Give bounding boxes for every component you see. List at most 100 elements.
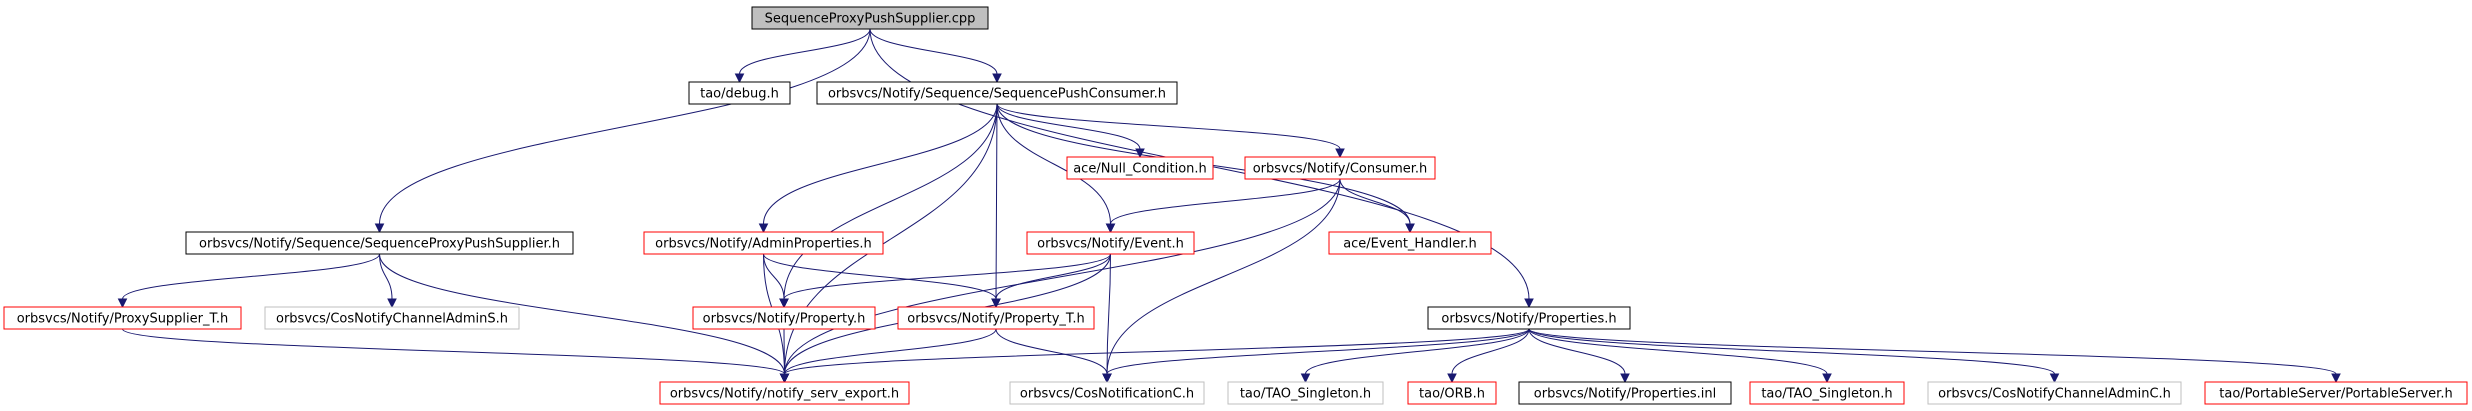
edge-line: [1528, 328, 1626, 375]
edge-properties_h-to-properties_inl: [1528, 328, 1630, 384]
edge-arrowhead-icon: [1405, 223, 1415, 234]
edge-seq_push_consumer-to-property_h: [779, 103, 998, 309]
edge-line: [995, 253, 1111, 300]
edge-arrowhead-icon: [779, 373, 790, 384]
node-label: ace/Null_Condition.h: [1073, 162, 1207, 177]
edge-line: [379, 253, 785, 375]
edge-properties_h-to-cos_notification_c: [1102, 328, 1530, 384]
node-tao-singleton[interactable]: tao/TAO_Singleton.h: [1749, 381, 1905, 405]
node-property-t[interactable]: orbsvcs/Notify/Property_T.h: [897, 306, 1095, 330]
edge-root-to-tao_debug: [734, 28, 871, 84]
edge-properties_h-to-tao_singleton: [1528, 328, 1832, 384]
edge-line: [1528, 328, 2055, 375]
node-label: orbsvcs/Notify/Sequence/SequencePushCons…: [828, 87, 1166, 102]
node-admin-properties[interactable]: orbsvcs/Notify/AdminProperties.h: [643, 231, 884, 255]
node-label: tao/TAO_Singleton.h: [1761, 387, 1892, 402]
node-label: orbsvcs/Notify/Properties.h: [1441, 312, 1616, 327]
node-tao-orb[interactable]: tao/ORB.h: [1407, 381, 1497, 405]
edge-arrowhead-icon: [1102, 373, 1112, 384]
node-label: orbsvcs/Notify/Properties.inl: [1534, 387, 1716, 402]
node-event[interactable]: orbsvcs/Notify/Event.h: [1026, 231, 1195, 255]
edge-arrowhead-icon: [1620, 373, 1630, 384]
node-null-condition[interactable]: ace/Null_Condition.h: [1066, 156, 1214, 180]
edge-properties_h-to-tao_orb: [1447, 328, 1530, 384]
node-label: orbsvcs/CosNotificationC.h: [1020, 387, 1194, 402]
edge-line: [996, 103, 1341, 150]
edge-arrowhead-icon: [2049, 373, 2060, 384]
node-seq-push-consumer[interactable]: orbsvcs/Notify/Sequence/SequencePushCons…: [816, 81, 1178, 105]
edge-properties_h-to-notify_serv_export: [779, 328, 1530, 384]
edge-consumer-to-event: [1105, 178, 1341, 234]
node-label: orbsvcs/Notify/Property_T.h: [907, 312, 1084, 327]
node-box: [1026, 231, 1195, 255]
edge-arrowhead-icon: [758, 223, 769, 234]
edge-event-to-cos_notification_c: [1102, 253, 1112, 384]
edge-line: [379, 28, 871, 225]
node-label: orbsvcs/Notify/Event.h: [1037, 237, 1184, 252]
node-notify-serv-export[interactable]: orbsvcs/Notify/notify_serv_export.h: [659, 381, 910, 405]
edge-arrowhead-icon: [779, 298, 789, 309]
edge-arrowhead-icon: [1105, 223, 1116, 234]
edge-seq_proxy_push_supplier_h-to-proxy_supplier_t: [117, 253, 380, 309]
node-box: [185, 231, 574, 255]
node-box: [1227, 381, 1384, 405]
edge-line: [1528, 328, 2337, 375]
edge-arrowhead-icon: [1447, 373, 1457, 384]
edge-property_t-to-notify_serv_export: [779, 328, 997, 384]
node-proxy-supplier-t[interactable]: orbsvcs/Notify/ProxySupplier_T.h: [3, 306, 242, 330]
edge-line: [783, 328, 785, 375]
edge-line: [1339, 178, 1411, 225]
node-tao-debug[interactable]: tao/debug.h: [688, 81, 791, 105]
node-event-handler[interactable]: ace/Event_Handler.h: [1328, 231, 1492, 255]
node-property-h[interactable]: orbsvcs/Notify/Property.h: [692, 306, 876, 330]
node-label: orbsvcs/Notify/ProxySupplier_T.h: [17, 312, 229, 327]
edge-line: [995, 103, 998, 300]
node-box: [659, 381, 910, 405]
node-portable-server[interactable]: tao/PortableServer/PortableServer.h: [2204, 381, 2468, 405]
edge-line: [1106, 328, 1530, 375]
node-box: [751, 6, 989, 30]
node-cos-notification-c: orbsvcs/CosNotificationC.h: [1009, 381, 1205, 405]
edge-arrowhead-icon: [1335, 148, 1345, 159]
node-label: tao/TAO_Singleton.h: [1240, 387, 1371, 402]
node-properties-inl[interactable]: orbsvcs/Notify/Properties.inl: [1518, 381, 1732, 405]
edge-arrowhead-icon: [1822, 373, 1832, 384]
node-consumer[interactable]: orbsvcs/Notify/Consumer.h: [1244, 156, 1436, 180]
node-box: [1328, 231, 1492, 255]
node-label: ace/Event_Handler.h: [1343, 237, 1477, 252]
edge-line: [784, 178, 1341, 375]
node-label: tao/ORB.h: [1419, 387, 1485, 402]
node-label: orbsvcs/Notify/Consumer.h: [1253, 162, 1428, 177]
node-box: [1518, 381, 1732, 405]
node-label: tao/debug.h: [700, 87, 779, 102]
node-box: [1244, 156, 1436, 180]
edge-line: [122, 328, 785, 375]
edge-event-to-property_t: [991, 253, 1111, 309]
edge-line: [783, 253, 1111, 300]
node-box: [1749, 381, 1905, 405]
node-box: [1066, 156, 1214, 180]
edge-line: [869, 28, 998, 75]
edge-properties_h-to-portable_server: [1528, 328, 2341, 384]
node-label: tao/PortableServer/PortableServer.h: [2219, 387, 2452, 402]
edge-consumer-to-notify_serv_export: [779, 178, 1341, 384]
edge-root-to-seq_push_consumer: [869, 28, 1002, 84]
node-box: [1407, 381, 1497, 405]
edge-line: [996, 103, 1141, 150]
edge-proxy_supplier_t-to-notify_serv_export: [122, 328, 790, 384]
edge-arrowhead-icon: [991, 298, 1001, 309]
edge-line: [1305, 328, 1530, 375]
edge-arrowhead-icon: [374, 223, 385, 234]
node-label: orbsvcs/Notify/Property.h: [703, 312, 866, 327]
edge-arrowhead-icon: [992, 73, 1002, 84]
edge-line: [784, 328, 997, 375]
node-label: orbsvcs/Notify/notify_serv_export.h: [670, 387, 899, 402]
edge-arrowhead-icon: [2331, 373, 2341, 384]
node-properties-h[interactable]: orbsvcs/Notify/Properties.h: [1427, 306, 1631, 330]
edge-line: [739, 28, 871, 75]
edge-arrowhead-icon: [1524, 298, 1534, 309]
edge-arrowhead-icon: [1300, 373, 1311, 384]
node-seq-proxy-push-supplier-h[interactable]: orbsvcs/Notify/Sequence/SequenceProxyPus…: [185, 231, 574, 255]
node-root[interactable]: SequenceProxyPushSupplier.cpp: [751, 6, 989, 30]
